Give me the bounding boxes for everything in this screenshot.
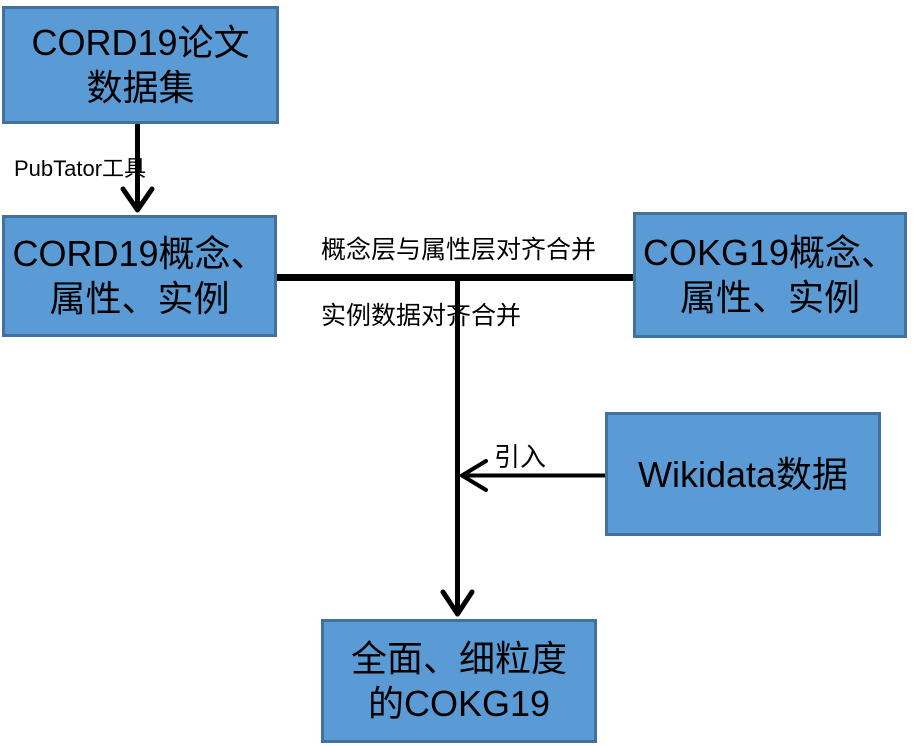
node-cord19-kg-label: CORD19概念、 属性、实例 xyxy=(12,233,267,319)
node-final-cokg19-label: 全面、细粒度 的COKG19 xyxy=(350,638,567,724)
arrow-import xyxy=(460,459,605,492)
node-cokg19-kg: COKG19概念、 属性、实例 xyxy=(633,212,907,338)
node-wikidata-label: Wikidata数据 xyxy=(637,453,849,495)
edge-label-merge-line2: 实例数据对齐合并 xyxy=(321,302,522,330)
edge-label-merge-line1: 概念层与属性层对齐合并 xyxy=(321,236,597,264)
node-cord19-dataset: CORD19论文 数据集 xyxy=(2,6,279,124)
edge-label-import: 引入 xyxy=(494,442,547,472)
arrow-merge-down xyxy=(440,276,475,617)
edge-label-pubtator: PubTator工具 xyxy=(14,156,147,181)
node-cord19-dataset-label: CORD19论文 数据集 xyxy=(31,22,250,108)
node-final-cokg19: 全面、细粒度 的COKG19 xyxy=(321,619,597,743)
edge-label-merge: 概念层与属性层对齐合并 实例数据对齐合并 xyxy=(321,201,596,366)
node-cord19-kg: CORD19概念、 属性、实例 xyxy=(2,215,277,337)
arrow-pubtator xyxy=(120,124,155,213)
node-wikidata: Wikidata数据 xyxy=(605,412,881,536)
node-cokg19-kg-label: COKG19概念、 属性、实例 xyxy=(642,232,898,318)
